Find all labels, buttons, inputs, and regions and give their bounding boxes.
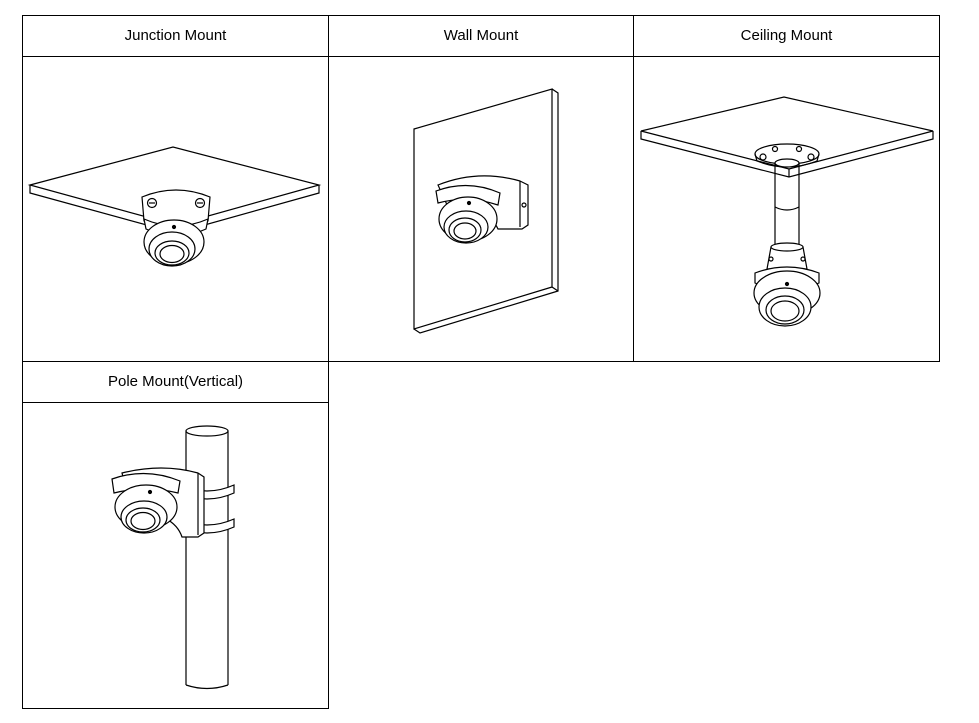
ceiling-mount-illustration [633, 57, 940, 362]
pole-mount-illustration [22, 403, 329, 709]
wall-mount-illustration [328, 57, 634, 362]
pendant-adapter [767, 243, 807, 269]
pole [186, 426, 228, 689]
dome-camera [754, 267, 820, 326]
dome-camera [144, 219, 208, 266]
ceiling-slab [641, 97, 933, 177]
mount-cell-ceiling: Ceiling Mount [633, 15, 940, 362]
mount-cell-wall: Wall Mount [328, 15, 634, 362]
mount-cell-junction: Junction Mount [22, 15, 329, 362]
dome-camera [112, 473, 180, 533]
junction-mount-illustration [22, 57, 329, 362]
pendant-pipe [775, 159, 799, 247]
mount-cell-pole-vertical: Pole Mount(Vertical) [22, 361, 329, 709]
mount-title-junction: Junction Mount [22, 15, 329, 57]
dome-camera [436, 185, 500, 243]
mount-title-wall: Wall Mount [328, 15, 634, 57]
mount-title-pole-vertical: Pole Mount(Vertical) [22, 361, 329, 403]
mount-title-ceiling: Ceiling Mount [633, 15, 940, 57]
ceiling-base-plate [755, 144, 819, 167]
